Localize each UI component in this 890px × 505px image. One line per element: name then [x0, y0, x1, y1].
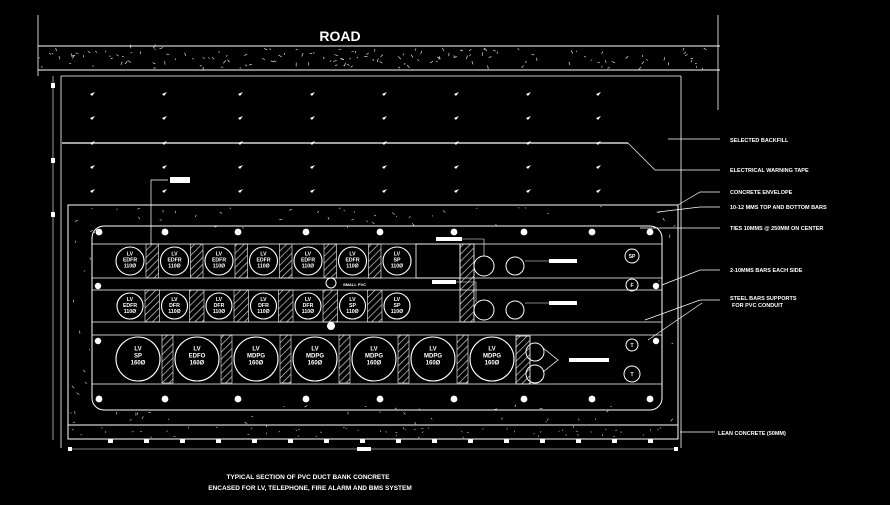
duct-label: LV — [127, 252, 134, 258]
duct-label: SP — [394, 303, 401, 309]
road-surface — [37, 15, 720, 110]
label-bars-each-side: 2-10MMS BARS EACH SIDE — [730, 268, 803, 274]
duct-label: LV — [311, 347, 318, 353]
duct-label: LV — [394, 252, 401, 258]
duct-label: LV — [488, 347, 495, 353]
duct-label: MDPG — [306, 354, 324, 360]
duct-label: 160Ø — [426, 360, 441, 366]
duct-label: DFR — [303, 303, 314, 309]
duct-row-1: LVEDFR110ØLVEDFR110ØLVEDFR110ØLVEDFR110Ø… — [115, 243, 412, 279]
label-top-bottom-bars: 10-12 MMS TOP AND BOTTOM BARS — [730, 205, 827, 211]
duct-label: MDPG — [424, 354, 442, 360]
right-tag-4: T — [630, 372, 633, 378]
duct-label: EDFR — [256, 258, 270, 264]
duct-label: LV — [171, 252, 178, 258]
duct-label: 110Ø — [168, 264, 180, 270]
selected-backfill-zone — [60, 75, 682, 448]
duct-label: 110Ø — [213, 264, 225, 270]
duct-label: LV — [216, 297, 223, 303]
duct-label: 110Ø — [124, 264, 136, 270]
duct-label: 110Ø — [257, 264, 269, 270]
label-electrical-warning-tape: ELECTRICAL WARNING TAPE — [730, 168, 809, 174]
left-dimension — [51, 76, 55, 440]
duct-label: 110Ø — [346, 264, 358, 270]
duct-label: 160Ø — [485, 360, 500, 366]
duct-label: SP — [349, 303, 356, 309]
duct-label: LV — [260, 297, 267, 303]
duct-label: DFR — [169, 303, 180, 309]
duct-label: LV — [260, 252, 267, 258]
duct-label: DFR — [258, 303, 269, 309]
duct-label: LV — [394, 297, 401, 303]
duct-label: EDFR — [212, 258, 226, 264]
duct-label: LV — [134, 347, 141, 353]
label-steel-supports-2: FOR PVC CONDUIT — [732, 303, 784, 309]
duct-label: MDPG — [247, 354, 265, 360]
duct-row-2: LVEDFR110ØLVDFR110ØLVDFR110ØLVDFR110ØLVD… — [116, 289, 411, 323]
drawing-title-line-2: ENCASED FOR LV, TELEPHONE, FIRE ALARM AN… — [208, 485, 412, 492]
duct-label: 110Ø — [124, 309, 136, 315]
bottom-dimension — [68, 439, 678, 451]
label-selected-backfill: SELECTED BACKFILL — [730, 138, 789, 144]
right-tag-3: T — [630, 343, 633, 349]
duct-label: MDPG — [365, 354, 383, 360]
duct-label: 110Ø — [302, 309, 314, 315]
duct-label: 110Ø — [213, 309, 225, 315]
label-ties-on-center: TIES 10MMS @ 250MM ON CENTER — [730, 226, 823, 232]
right-tag-1: SP — [629, 254, 636, 260]
duct-label: 110Ø — [168, 309, 180, 315]
duct-label: LV — [305, 252, 312, 258]
duct-label: 110Ø — [391, 309, 403, 315]
duct-label: 160Ø — [249, 360, 264, 366]
small-conduit — [325, 277, 337, 289]
right-conduit-group — [415, 237, 609, 385]
duct-label: 160Ø — [131, 360, 146, 366]
duct-label: LV — [429, 347, 436, 353]
duct-label: LV — [305, 297, 312, 303]
duct-label: EDFR — [123, 258, 137, 264]
label-concrete-envelope: CONCRETE ENVELOPE — [730, 190, 793, 196]
lean-concrete-base — [67, 424, 679, 440]
duct-label: MDPG — [483, 354, 501, 360]
drawing-title-line-1: TYPICAL SECTION OF PVC DUCT BANK CONCRET… — [226, 474, 390, 481]
duct-label: EDFR — [123, 303, 137, 309]
duct-label: 110Ø — [391, 264, 403, 270]
duct-label: LV — [171, 297, 178, 303]
right-tag-2: F — [630, 283, 633, 289]
duct-label: LV — [127, 297, 134, 303]
duct-label: EDFR — [167, 258, 181, 264]
top-tag-box — [170, 177, 190, 183]
right-tags: SP F T T — [623, 248, 641, 383]
label-lean-concrete: LEAN CONCRETE (50MM) — [718, 431, 786, 437]
duct-label: 160Ø — [308, 360, 323, 366]
concrete-envelope — [67, 204, 679, 426]
duct-label: 110Ø — [302, 264, 314, 270]
road-label: ROAD — [319, 28, 360, 44]
small-conduit-label: SMALL PVC — [343, 282, 366, 287]
duct-label: SP — [394, 258, 401, 264]
duct-label: LV — [370, 347, 377, 353]
duct-label: DFR — [214, 303, 225, 309]
annotation-leaders — [150, 138, 720, 433]
duct-label: 160Ø — [367, 360, 382, 366]
duct-label: 110Ø — [257, 309, 269, 315]
duct-label: LV — [252, 347, 259, 353]
duct-label: LV — [349, 252, 356, 258]
duct-label: 160Ø — [190, 360, 205, 366]
duct-label: SP — [134, 354, 142, 360]
center-marker — [327, 322, 335, 330]
duct-label: LV — [193, 347, 200, 353]
duct-label: EDFR — [301, 258, 315, 264]
duct-label: 110Ø — [346, 309, 358, 315]
duct-label: EDFO — [189, 354, 206, 360]
duct-label: EDFR — [345, 258, 359, 264]
label-steel-supports-1: STEEL BARS SUPPORTS — [730, 296, 797, 302]
duct-row-3: LVSP160ØLVEDFO160ØLVMDPG160ØLVMDPG160ØLV… — [115, 334, 515, 384]
duct-label: LV — [216, 252, 223, 258]
duct-label: LV — [349, 297, 356, 303]
